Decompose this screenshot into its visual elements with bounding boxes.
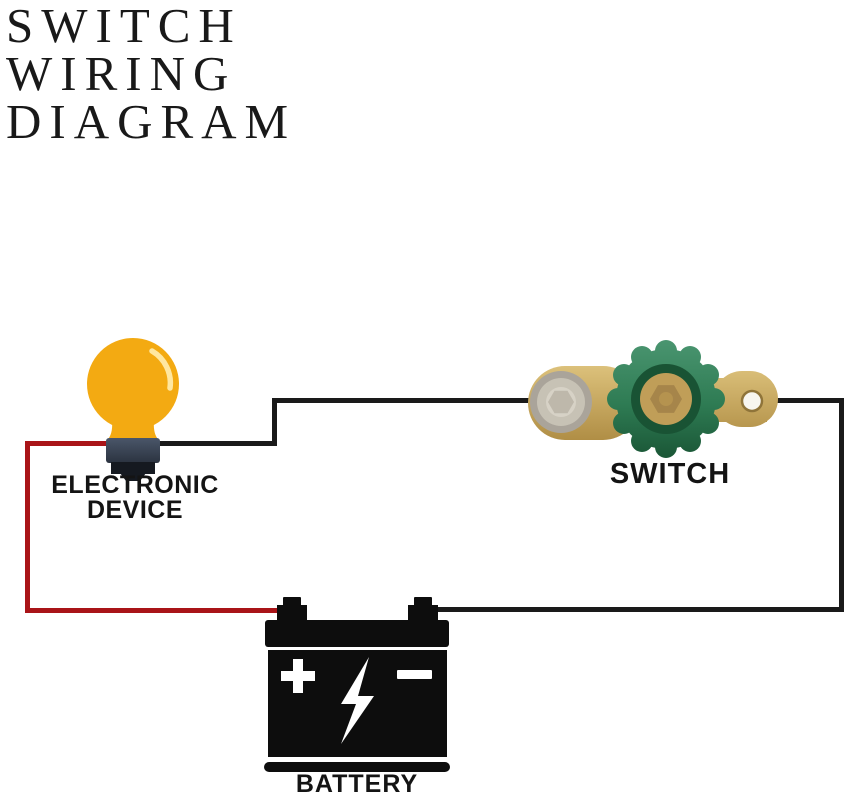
page-title: SWITCH WIRING DIAGRAM <box>6 0 297 149</box>
battery-terminal-right-post <box>414 597 432 607</box>
black-wire-riser-segment <box>272 398 277 446</box>
plus-vertical-bar <box>293 659 303 693</box>
battery-base-bar <box>264 762 450 772</box>
bulb-socket-tip <box>120 473 146 481</box>
red-wire-bottom-segment <box>25 608 285 613</box>
car-battery-icon <box>264 597 450 772</box>
battery-terminal-left <box>277 605 307 623</box>
red-wire-vertical-segment <box>25 441 30 613</box>
black-wire-bottom-segment <box>437 607 844 612</box>
battery-terminal-right <box>408 605 438 623</box>
battery-terminal-left-post <box>283 597 301 607</box>
battery-label: BATTERY <box>295 770 419 798</box>
switch-bolt-hex <box>548 390 574 414</box>
lightning-bolt-icon <box>341 657 374 744</box>
black-wire-bulb-segment <box>148 441 277 446</box>
red-wire-top-segment <box>25 441 118 446</box>
title-line-1: SWITCH <box>6 0 242 53</box>
switch-label: SWITCH <box>609 458 731 490</box>
switch-knob-center-dot <box>659 392 673 406</box>
black-wire-to-switch-segment <box>272 398 540 403</box>
device-label-line-2: DEVICE <box>86 496 184 524</box>
bulb-socket <box>106 438 160 463</box>
device-label-line-1: ELECTRONIC <box>51 471 219 499</box>
black-wire-from-switch-segment <box>772 398 844 403</box>
bulb-glass <box>87 338 179 430</box>
rotary-disconnect-switch-icon <box>528 340 778 458</box>
switch-tab-hole <box>740 389 764 413</box>
battery-lid <box>265 620 449 647</box>
electronic-device-label: ELECTRONIC DEVICE <box>35 473 235 523</box>
title-line-3: DIAGRAM <box>6 94 297 149</box>
red-wire <box>25 441 285 613</box>
bulb-gloss-highlight <box>149 348 174 391</box>
bulb-neck <box>106 411 160 441</box>
plus-symbol <box>281 659 315 693</box>
black-wire-right-vertical-segment <box>839 398 844 612</box>
black-wire <box>148 398 844 612</box>
minus-symbol <box>397 670 432 679</box>
light-bulb-icon <box>87 338 179 481</box>
bulb-socket-lower <box>111 462 155 474</box>
title-line-2: WIRING <box>6 46 237 101</box>
